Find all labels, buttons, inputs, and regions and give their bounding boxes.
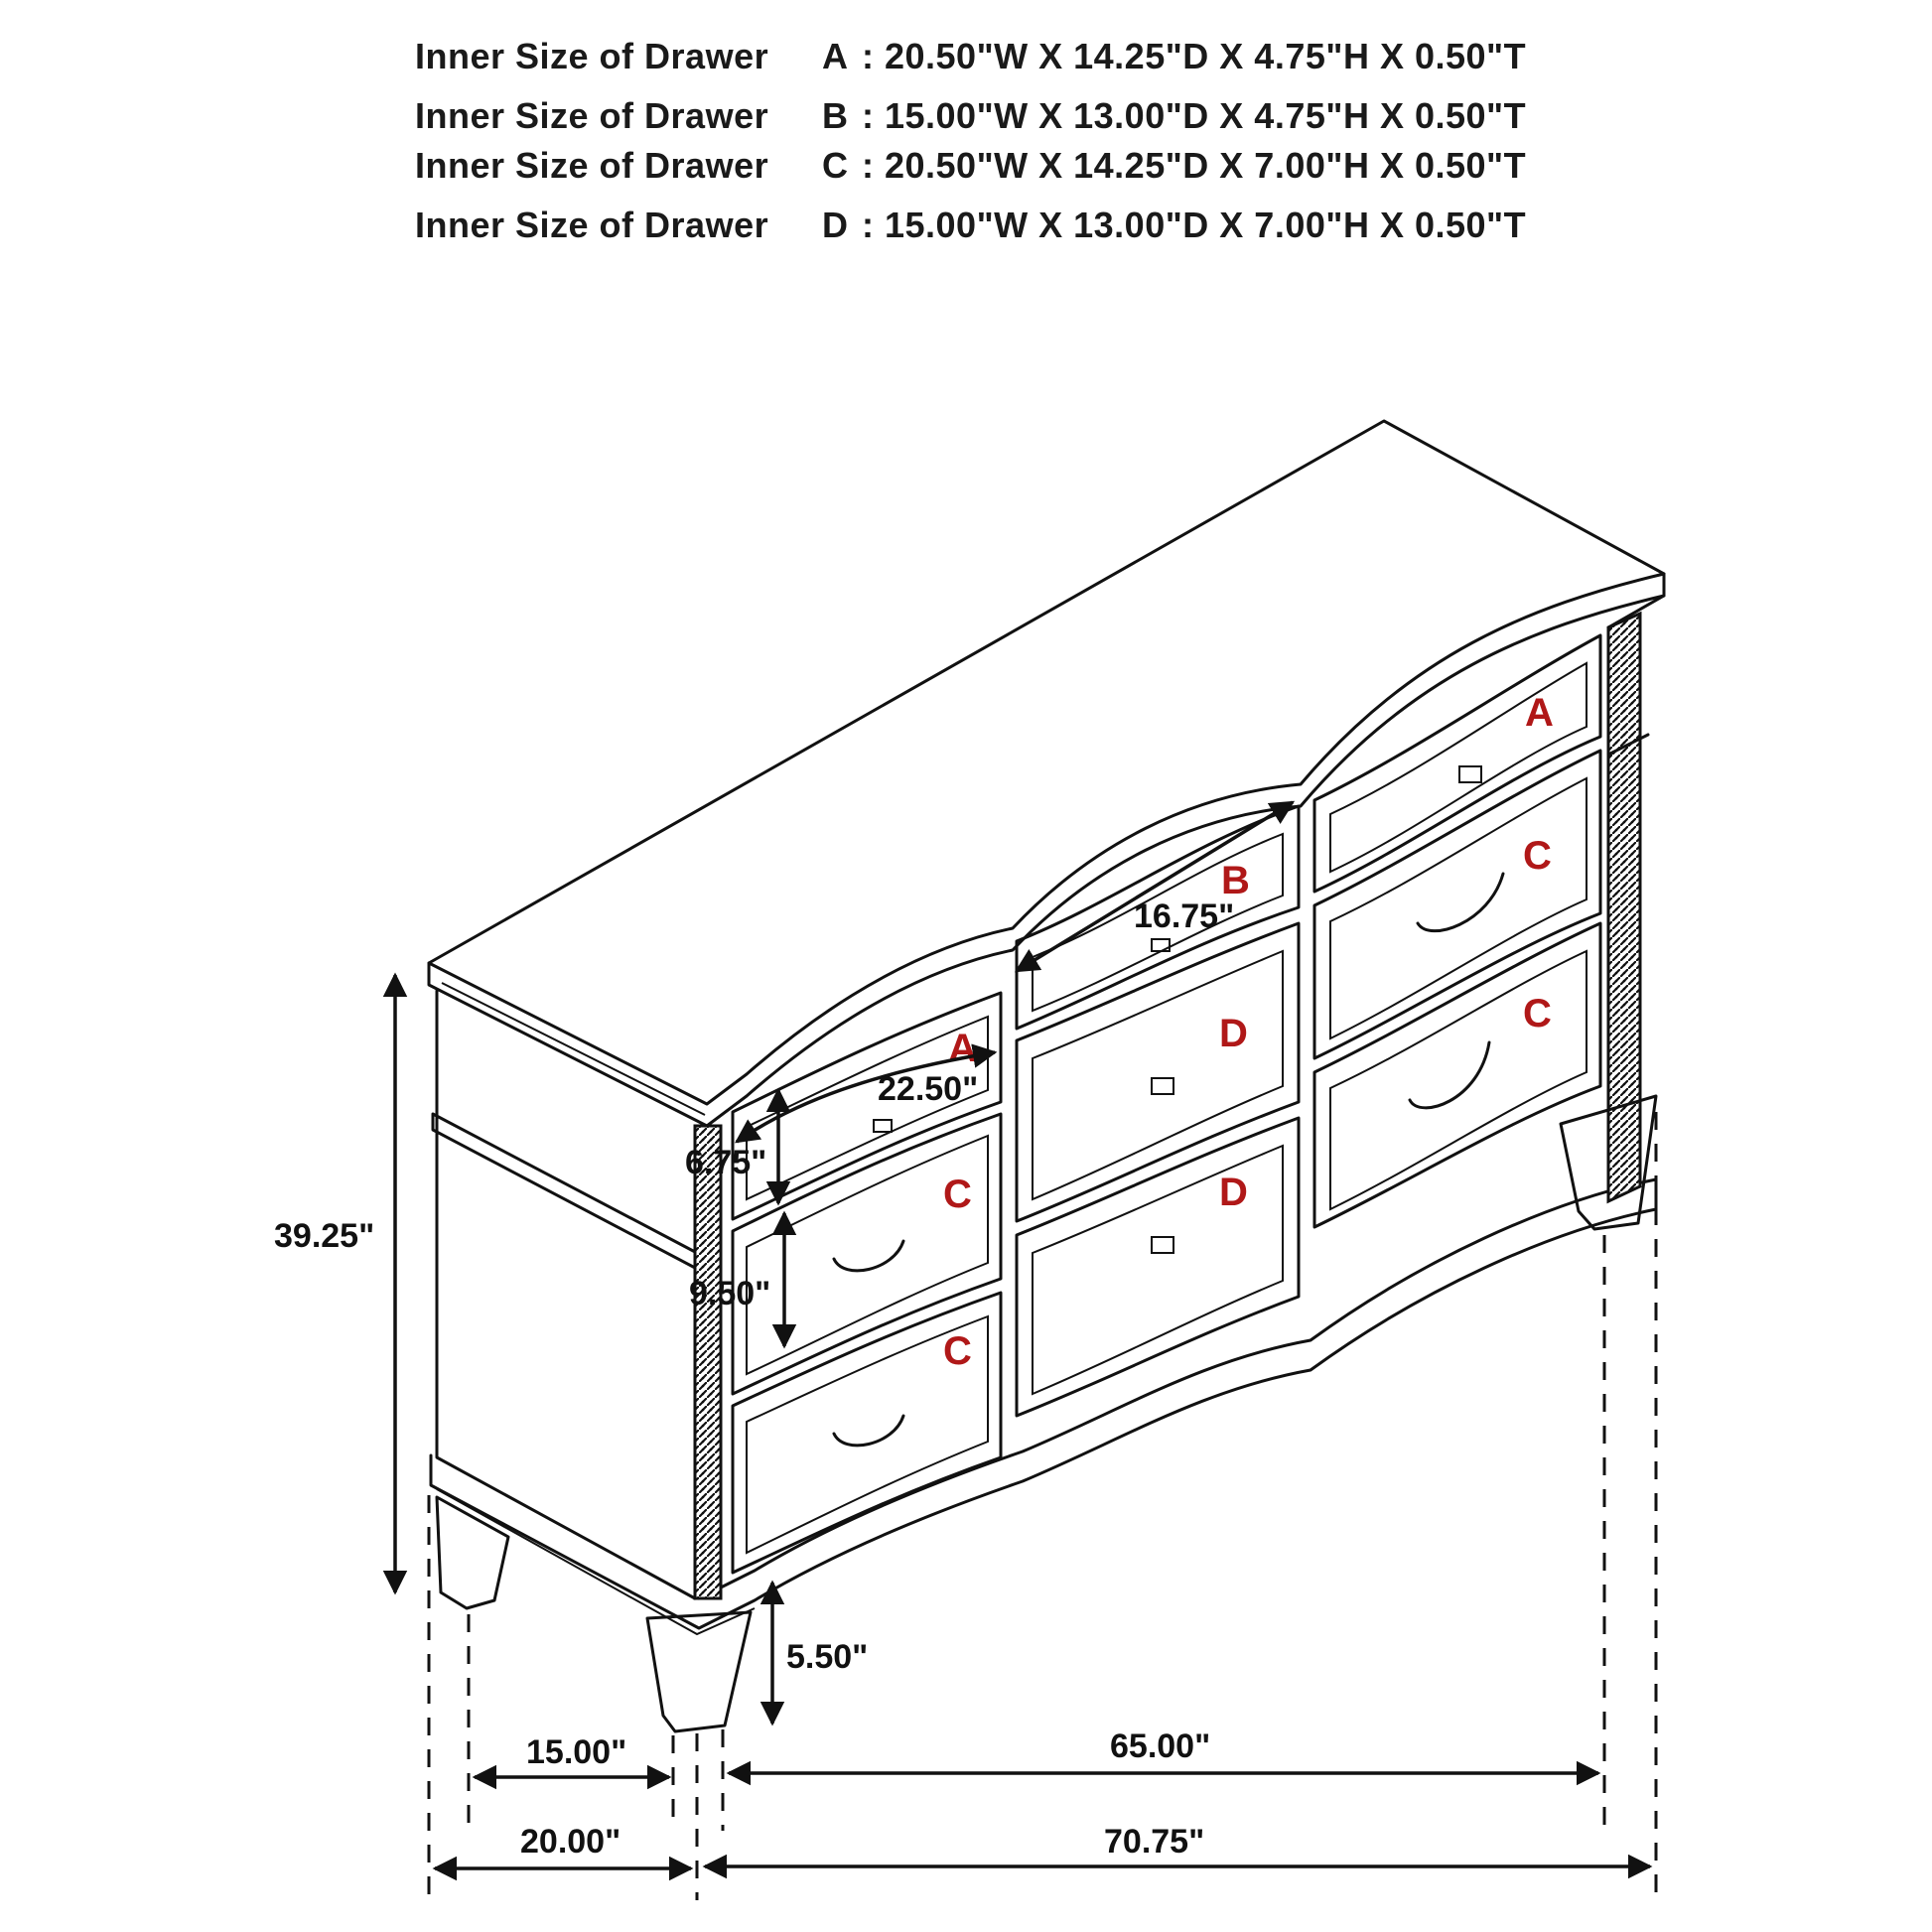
drawer-a-height-label: 6.75" xyxy=(685,1144,766,1181)
top-molding xyxy=(427,572,1666,1128)
drawer-b-width-label: 16.75" xyxy=(1134,897,1234,935)
left-rope-post xyxy=(693,1124,723,1600)
drawer-d-lower[interactable] xyxy=(1015,1116,1301,1418)
legs xyxy=(435,1094,1658,1733)
right-rope-post xyxy=(1606,611,1642,1204)
drawer-label-d: D xyxy=(1219,1171,1248,1214)
bail-pull-icon xyxy=(832,1239,905,1273)
leg-front-left xyxy=(645,1610,753,1733)
right-drawer-column xyxy=(1312,633,1602,1229)
drawer-a-width-label: 22.50" xyxy=(878,1070,978,1108)
drawer-label-c: C xyxy=(1523,992,1552,1035)
drawer-label-c: C xyxy=(1523,834,1552,878)
knob-icon xyxy=(1458,765,1482,783)
drawer-b-width-dim xyxy=(1014,800,1296,973)
leg-height-label: 5.50" xyxy=(786,1638,868,1676)
bail-pull-icon xyxy=(1416,872,1505,933)
leg-depth-label: 15.00" xyxy=(526,1733,626,1771)
overall-depth-label: 20.00" xyxy=(520,1823,621,1861)
drawer-label-c: C xyxy=(943,1329,972,1373)
knob-icon xyxy=(1151,1077,1174,1095)
leg-span-label: 65.00" xyxy=(1110,1727,1210,1765)
drawer-label-a: A xyxy=(1525,691,1554,735)
drawer-a-width-dim xyxy=(734,1043,998,1144)
drawer-label-b: B xyxy=(1221,859,1250,902)
drawer-a-right[interactable] xyxy=(1312,633,1602,894)
drawer-c-left-lower[interactable] xyxy=(731,1291,1003,1575)
top-surface xyxy=(427,419,1666,1106)
drawer-d-upper[interactable] xyxy=(1015,921,1301,1223)
drawer-c-right-upper[interactable] xyxy=(1312,749,1602,1060)
drawer-label-a: A xyxy=(948,1027,977,1070)
overall-width-label: 70.75" xyxy=(1104,1823,1204,1861)
knob-icon xyxy=(873,1119,893,1133)
side-panel xyxy=(435,989,697,1600)
drawer-c-height-label: 9.50" xyxy=(689,1275,770,1312)
bail-pull-icon xyxy=(1408,1040,1491,1110)
bail-pull-icon xyxy=(832,1414,905,1448)
overall-height-label: 39.25" xyxy=(274,1217,374,1255)
knob-icon xyxy=(1151,1236,1174,1254)
drawer-label-c: C xyxy=(943,1173,972,1216)
leg-back-left xyxy=(435,1495,510,1610)
leg-right xyxy=(1559,1094,1658,1231)
middle-drawer-column xyxy=(1015,804,1301,1418)
drawer-c-left-upper[interactable] xyxy=(731,1112,1003,1396)
drawer-c-right-lower[interactable] xyxy=(1312,921,1602,1229)
drawer-label-d: D xyxy=(1219,1012,1248,1055)
